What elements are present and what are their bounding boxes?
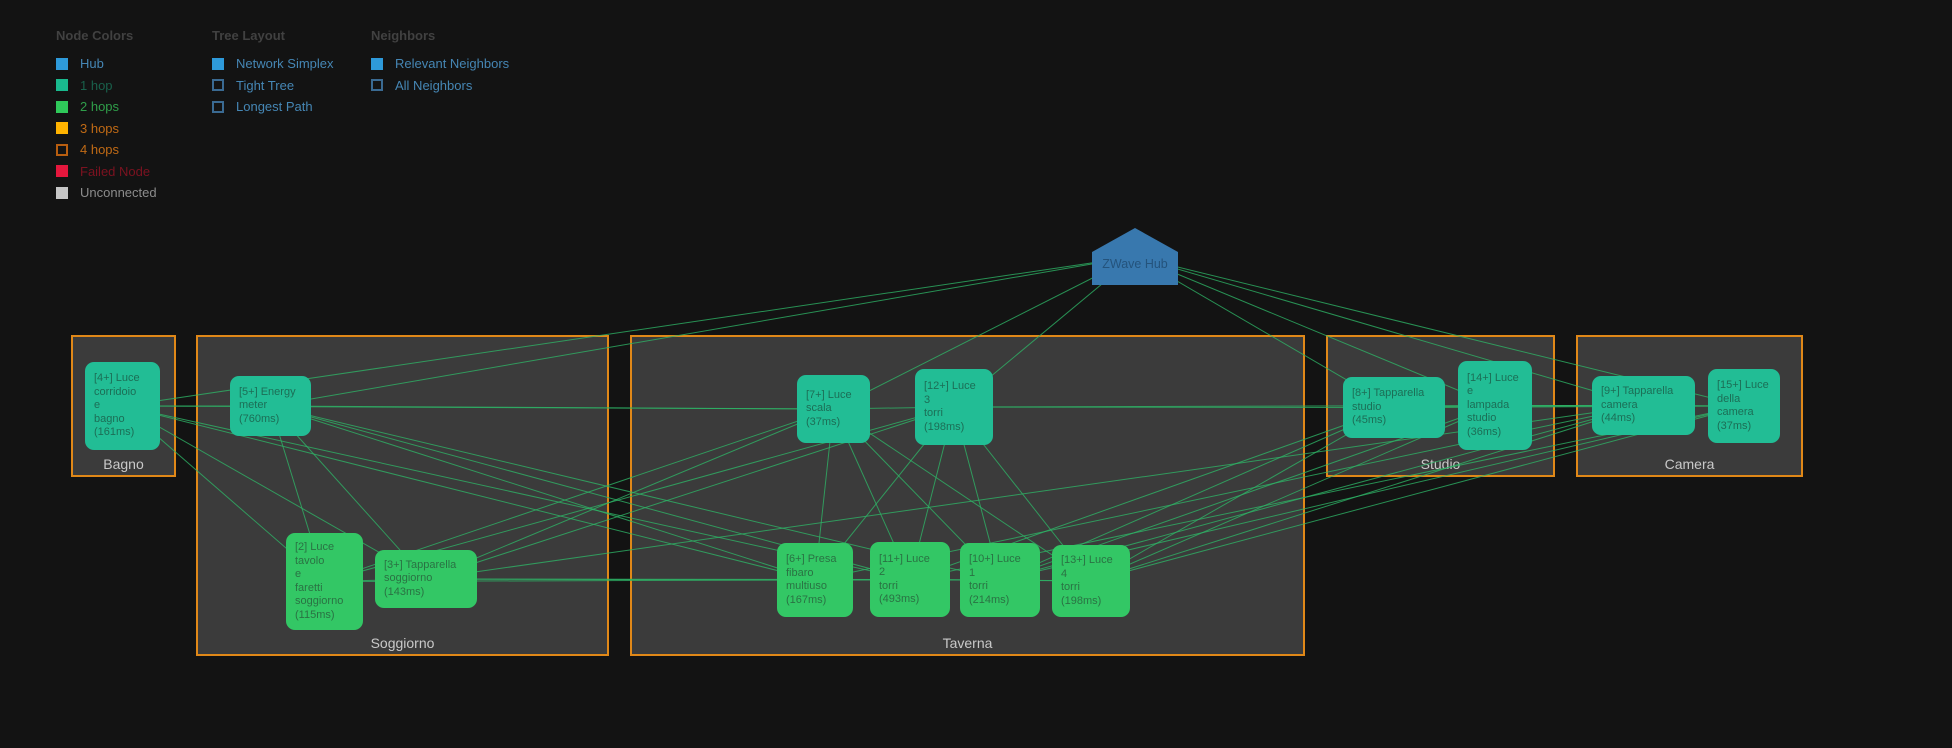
- legend-item-label: 3 hops: [80, 120, 120, 136]
- graph-node-13[interactable]: [13+] Luce 4 torri (198ms): [1052, 545, 1130, 617]
- group-label-taverna: Taverna: [942, 635, 993, 651]
- legend-item-label: 1 hop: [80, 77, 113, 93]
- hub-swatch-icon: [56, 57, 68, 70]
- graph-node-6[interactable]: [6+] Presa fibaro multiuso (167ms): [777, 543, 853, 617]
- graph-node-14[interactable]: [14+] Luce e lampada studio (36ms): [1458, 361, 1532, 450]
- graph-node-5[interactable]: [5+] Energy meter (760ms): [230, 376, 311, 436]
- graph-node-3[interactable]: [3+] Tapparella soggiorno (143ms): [375, 550, 477, 608]
- legend-item-label: 4 hops: [80, 142, 120, 158]
- group-label-soggiorno: Soggiorno: [370, 635, 435, 651]
- graph-node-11[interactable]: [11+] Luce 2 torri (493ms): [870, 542, 950, 617]
- graph-node-10[interactable]: [10+] Luce 1 torri (214ms): [960, 543, 1040, 617]
- zwave-hub-node[interactable]: ZWave Hub: [1092, 228, 1178, 285]
- legend-item-label: Tight Tree: [236, 77, 295, 93]
- graph-node-12[interactable]: [12+] Luce 3 torri (198ms): [915, 369, 993, 445]
- group-label-studio: Studio: [1420, 456, 1461, 472]
- 2-hops-swatch-icon: [56, 100, 68, 113]
- network-simplex-checkbox-icon[interactable]: [212, 57, 224, 70]
- legend-item-label: Network Simplex: [236, 56, 334, 72]
- tree-layout-option-network-simplex[interactable]: Network Simplex: [212, 53, 334, 75]
- 1-hop-swatch-icon: [56, 79, 68, 92]
- tree-layout-option-longest-path[interactable]: Longest Path: [212, 96, 334, 118]
- legend-item-2-hops: 2 hops: [56, 96, 157, 118]
- legend-item-1-hop: 1 hop: [56, 75, 157, 97]
- 3-hops-swatch-icon: [56, 122, 68, 135]
- legend-item-label: Relevant Neighbors: [395, 56, 510, 72]
- legend-section-title: Tree Layout: [212, 28, 285, 43]
- legend-section-title: Node Colors: [56, 28, 134, 43]
- neighbors-option-relevant-neighbors[interactable]: Relevant Neighbors: [371, 53, 509, 75]
- graph-node-9[interactable]: [9+] Tapparella camera (44ms): [1592, 376, 1695, 435]
- neighbors-option-all-neighbors[interactable]: All Neighbors: [371, 75, 509, 97]
- legend-item-label: Longest Path: [236, 99, 313, 115]
- unconnected-swatch-icon: [56, 186, 68, 199]
- legend-item-label: Unconnected: [80, 185, 157, 201]
- longest-path-checkbox-icon[interactable]: [212, 100, 224, 113]
- legend-item-failed-node: Failed Node: [56, 161, 157, 183]
- graph-node-15[interactable]: [15+] Luce della camera (37ms): [1708, 369, 1780, 443]
- graph-node-8[interactable]: [8+] Tapparella studio (45ms): [1343, 377, 1445, 438]
- failed-node-swatch-icon: [56, 165, 68, 178]
- graph-node-2[interactable]: [2] Luce tavolo e faretti soggiorno (115…: [286, 533, 363, 630]
- all-neighbors-checkbox-icon[interactable]: [371, 79, 383, 92]
- legend-item-label: All Neighbors: [395, 77, 473, 93]
- legend-item-label: Failed Node: [80, 163, 151, 179]
- graph-node-4[interactable]: [4+] Luce corridoio e bagno (161ms): [85, 362, 160, 450]
- legend-item-label: 2 hops: [80, 99, 120, 115]
- relevant-neighbors-checkbox-icon[interactable]: [371, 57, 383, 70]
- group-label-camera: Camera: [1664, 456, 1715, 472]
- legend-item-hub: Hub: [56, 53, 157, 75]
- legend-section-title: Neighbors: [371, 28, 436, 43]
- legend-item-label: Hub: [80, 56, 104, 72]
- legend-item-4-hops: 4 hops: [56, 139, 157, 161]
- tight-tree-checkbox-icon[interactable]: [212, 79, 224, 92]
- group-label-bagno: Bagno: [103, 456, 144, 472]
- legend-item-unconnected: Unconnected: [56, 182, 157, 204]
- tree-layout-option-tight-tree[interactable]: Tight Tree: [212, 75, 334, 97]
- graph-node-7[interactable]: [7+] Luce scala (37ms): [797, 375, 870, 443]
- legend-item-3-hops: 3 hops: [56, 118, 157, 140]
- 4-hops-swatch-icon: [56, 143, 68, 156]
